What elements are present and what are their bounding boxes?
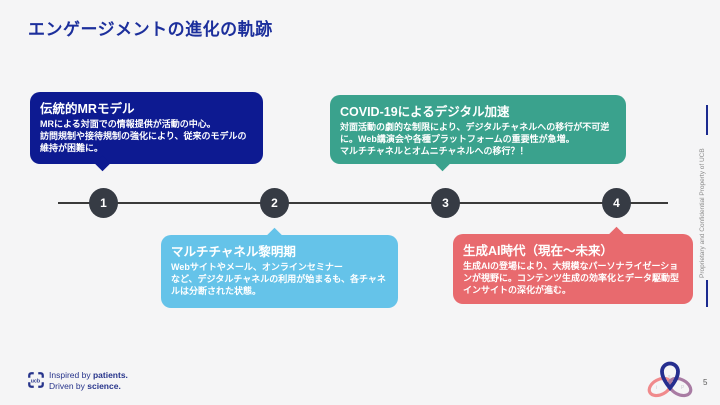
callout-title: COVID-19によるデジタル加速 xyxy=(340,105,510,119)
tagline-line2-bold: science. xyxy=(87,381,121,392)
timeline-node-3: 3 xyxy=(431,188,460,218)
page-title: エンゲージメントの進化の軌跡 xyxy=(28,20,273,39)
confidentiality-label: Proprietary and Confidential Property of… xyxy=(699,148,706,278)
ring-letter-right: P xyxy=(681,385,685,391)
callout-body: MRによる対面での情報提供が活動の中心。 訪問規制や接待規制の強化により、従来の… xyxy=(40,119,247,153)
page-number: 5 xyxy=(703,378,708,387)
callout-generative-ai-era: 生成AI時代（現在～未来） 生成AIの登場により、大規模なパーソナライゼーション… xyxy=(453,226,693,304)
tagline-line1-bold: patients. xyxy=(92,370,128,380)
callout-pointer-down xyxy=(434,155,451,172)
brand-tagline: Inspired by patients. Driven by science. xyxy=(49,370,128,392)
rail-divider-bottom xyxy=(706,280,708,307)
ucb-rings-logo-icon: i s P xyxy=(647,361,693,398)
callout-body: 対面活動の劇的な制限により、デジタルチャネルへの移行が不可逆に。Web講演会や各… xyxy=(340,122,610,156)
ucb-logo-text: ucb xyxy=(31,378,40,384)
ring-letter-top: s xyxy=(668,374,671,380)
ucb-logo-icon: ucb xyxy=(28,372,44,388)
callout-title: 生成AI時代（現在～未来） xyxy=(463,244,614,258)
callout-title: マルチチャネル黎明期 xyxy=(171,245,296,259)
timeline-node-2: 2 xyxy=(260,188,289,218)
ring-letter-left: i xyxy=(656,385,657,391)
rail-divider-top xyxy=(706,105,708,135)
timeline-node-4: 4 xyxy=(602,188,631,218)
timeline-line xyxy=(58,202,668,204)
callout-body: 生成AIの登場により、大規模なパーソナライゼーションが視野に。コンテンツ生成の効… xyxy=(463,261,680,295)
callout-traditional-mr-model: 伝統的MRモデル MRによる対面での情報提供が活動の中心。 訪問規制や接待規制の… xyxy=(30,92,263,172)
callout-multichannel-dawn: マルチチャネル黎明期 Webサイトやメール、オンラインセミナー など、デジタルチ… xyxy=(161,227,398,308)
callout-body: Webサイトやメール、オンラインセミナー など、デジタルチャネルの利用が始まるも… xyxy=(171,262,386,296)
timeline-node-1: 1 xyxy=(89,188,118,218)
callout-covid-digital-acceleration: COVID-19によるデジタル加速 対面活動の劇的な制限により、デジタルチャネル… xyxy=(330,95,626,172)
callout-title: 伝統的MRモデル xyxy=(40,102,135,116)
callout-pointer-down xyxy=(94,155,111,172)
tagline-line2: Driven by xyxy=(49,381,88,392)
tagline-line1: Inspired by xyxy=(49,370,93,380)
